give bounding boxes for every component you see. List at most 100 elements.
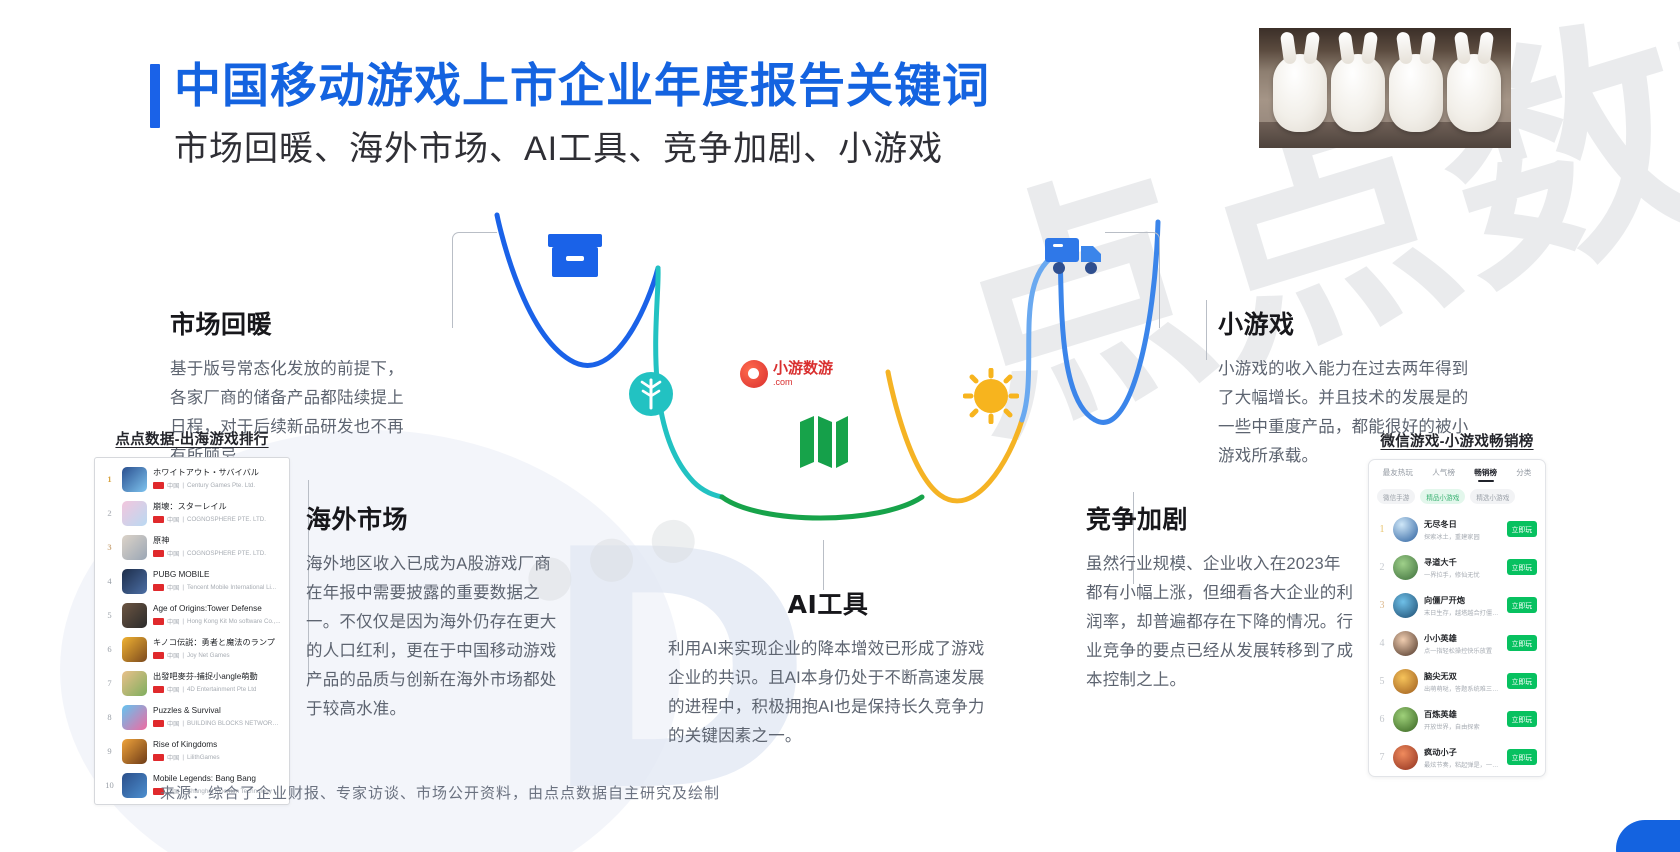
- wechat-filter-chip[interactable]: 精品小游戏: [1420, 489, 1466, 504]
- game-name: ホワイトアウト・サバイバル: [153, 468, 259, 478]
- play-now-button[interactable]: 立即玩: [1506, 711, 1537, 727]
- bunny-1: [1273, 54, 1327, 132]
- rank-number: 4: [107, 576, 112, 586]
- wechat-tab-bar[interactable]: 最友热玩 人气榜 畅销榜 分类: [1369, 460, 1545, 481]
- game-name: 出發吧麥芬-捕捉小angle萌動: [153, 672, 258, 682]
- game-name: 原神: [153, 536, 170, 546]
- source-footer: 来源：综合了企业财报、专家访谈、市场公开资料，由点点数据自主研究及绘制: [160, 785, 721, 802]
- wechat-filter-chip[interactable]: 精选小游戏: [1470, 489, 1516, 504]
- game-icon: [122, 772, 147, 798]
- separator: |: [182, 583, 184, 591]
- section-market-recovery: 市场回暖 基于版号常态化发放的前提下，各家厂商的储备产品都陆续提上日程，对于后续…: [170, 305, 420, 471]
- game-description: 末日生存，越塔越合打僵尸！: [1424, 609, 1501, 617]
- brand-logo: 小游数游 .com: [740, 360, 833, 388]
- game-description: 点一指轻松操控快乐放置: [1424, 647, 1493, 655]
- game-publisher: LilithGames: [186, 753, 220, 761]
- game-publisher: Tencent Mobile International Li...: [186, 583, 277, 591]
- flag-icon: [153, 719, 164, 727]
- page-title-block: 中国移动游戏上市企业年度报告关键词 市场回暖、海外市场、AI工具、竞争加剧、小游…: [150, 58, 990, 170]
- play-now-button[interactable]: 立即玩: [1506, 559, 1537, 575]
- rank-number: 7: [1379, 751, 1385, 763]
- wave-yellow: [885, 369, 1025, 504]
- separator: |: [182, 787, 184, 795]
- wechat-tab[interactable]: 最友热玩: [1382, 468, 1413, 477]
- game-region: 中国: [167, 482, 180, 490]
- game-icon: [122, 500, 147, 526]
- game-name: PUBG MOBILE: [153, 570, 210, 580]
- game-name: Age of Origins:Tower Defense: [153, 604, 262, 614]
- game-name: 崩壊：スターレイル: [153, 502, 227, 512]
- title-accent-bar: [150, 64, 160, 128]
- game-description: 探索冰土，重建家园: [1424, 533, 1480, 541]
- game-icon: [1393, 706, 1418, 732]
- right-ranking-panel: 微信游戏-小游戏畅销榜 最友热玩人气榜畅销榜分类 微信手游精品小游戏精选小游戏 …: [1368, 430, 1546, 777]
- game-name: 无尽冬日: [1424, 519, 1457, 529]
- section-title-market-recovery: 市场回暖: [170, 310, 273, 339]
- page-subtitle: 市场回暖、海外市场、AI工具、竞争加剧、小游戏: [174, 130, 944, 169]
- section-competition: 竞争加剧 虽然行业规模、企业收入在2023年都有小幅上涨，但细看各大企业的利润率…: [1086, 500, 1354, 695]
- separator: |: [182, 617, 184, 625]
- sun-icon: [962, 367, 1020, 429]
- rank-number: 3: [1379, 599, 1385, 611]
- table-row[interactable]: 4 PUBG MOBILE 中国|Tencent Mobile Internatio…: [99, 564, 285, 598]
- bunny-2: [1331, 54, 1385, 132]
- flag-icon: [153, 583, 164, 591]
- rule-competition: [1086, 492, 1134, 584]
- game-name: 脑尖无双: [1424, 671, 1457, 681]
- play-now-button[interactable]: 立即玩: [1506, 673, 1537, 689]
- play-now-button[interactable]: 立即玩: [1506, 597, 1537, 613]
- wechat-tab[interactable]: 分类: [1516, 468, 1532, 477]
- play-now-button[interactable]: 立即玩: [1506, 521, 1537, 537]
- game-region: 中国: [167, 516, 180, 524]
- archive-box-icon: [546, 228, 604, 291]
- rank-number: 4: [1379, 637, 1385, 649]
- wechat-filter-chip[interactable]: 微信手游: [1377, 489, 1416, 504]
- play-now-button[interactable]: 立即玩: [1506, 749, 1537, 765]
- separator: |: [182, 651, 184, 659]
- flag-icon: [153, 617, 164, 625]
- rule-minigames: [1206, 300, 1207, 360]
- game-icon: [122, 534, 147, 560]
- section-overseas-market: 海外市场 海外地区收入已成为A股游戏厂商在年报中需要披露的重要数据之一。不仅仅是…: [306, 500, 558, 724]
- tree-icon: [626, 370, 676, 425]
- game-region: 中国: [167, 584, 180, 592]
- game-description: 一界拉手，修仙无忧: [1424, 571, 1480, 579]
- flag-icon: [153, 685, 164, 693]
- rank-number: 5: [107, 610, 112, 620]
- rule-ai: [823, 540, 824, 590]
- wechat-chip-bar[interactable]: 微信手游精品小游戏精选小游戏: [1369, 481, 1545, 510]
- wechat-tab[interactable]: 畅销榜: [1474, 468, 1497, 477]
- wechat-tab[interactable]: 人气榜: [1432, 468, 1455, 477]
- rabbit-photo: [1259, 28, 1511, 148]
- section-title-competition: 竞争加剧: [1086, 505, 1189, 534]
- game-publisher: Joy Net Games: [186, 651, 230, 659]
- wave-blue-left: [494, 212, 661, 368]
- game-publisher: BUILDING BLOCKS NETWORK T...: [186, 719, 281, 727]
- wave-teal: [653, 265, 725, 500]
- game-name: 疯动小子: [1424, 747, 1457, 757]
- play-now-button[interactable]: 立即玩: [1506, 635, 1537, 651]
- section-title-ai-tools: AI工具: [787, 590, 869, 619]
- game-icon: [122, 466, 147, 492]
- game-icon: [1393, 516, 1418, 542]
- section-body-ai-tools: 利用AI来实现企业的降本增效已形成了游戏企业的共识。且AI本身仍处于不断高速发展…: [668, 640, 985, 746]
